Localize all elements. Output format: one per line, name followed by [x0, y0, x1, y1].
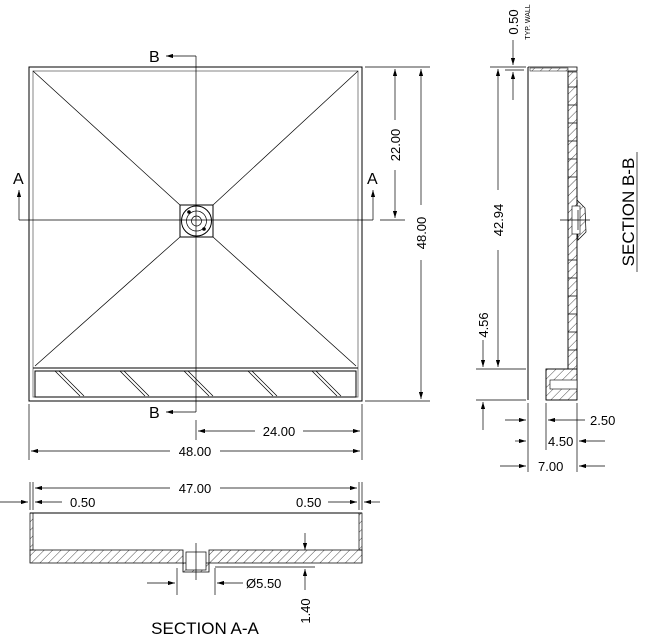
dim-total-height: 7.00 [538, 459, 563, 474]
section-b-marker-bottom: B [149, 405, 160, 422]
dim-curb-height: 2.50 [590, 413, 615, 428]
dim-wall: 0.50 [506, 9, 521, 34]
section-b-marker-top: B [149, 49, 160, 66]
dim-overall-width: 48.00 [179, 444, 212, 459]
dim-wall-right: 0.50 [296, 495, 321, 510]
rib-lines [568, 86, 577, 351]
dim-drain-diameter: Ø5.50 [246, 576, 281, 591]
dim-drain-from-top: 22.00 [388, 129, 403, 162]
section-a-a-title: SECTION A-A [151, 619, 259, 636]
section-b-b: 0.50 TYP. WALL 42.94 4.56 2.50 4.50 7.00… [476, 4, 638, 474]
pan-outer-edge [28, 66, 363, 402]
dim-inner-width: 47.00 [179, 481, 212, 496]
dim-overall-depth: 48.00 [414, 217, 429, 250]
trench-drain [33, 367, 358, 398]
dim-main-length: 42.94 [491, 204, 506, 237]
dim-floor-thickness: 1.40 [298, 598, 313, 623]
dim-drain-from-side: 24.00 [263, 424, 296, 439]
section-a-a: 47.00 0.50 0.50 Ø5.50 1.40 SECTION A-A [0, 481, 380, 636]
drain-grate-icon [179, 204, 214, 238]
section-a-marker-left: A [13, 171, 24, 188]
wall-note: TYP. WALL [525, 4, 532, 40]
plan-view: B B A A 22.00 48.00 24.00 48.00 [13, 49, 430, 460]
dim-wall-left: 0.50 [70, 495, 95, 510]
dim-trench: 4.56 [476, 312, 491, 337]
dim-mid-height: 4.50 [548, 434, 573, 449]
pan-inner-edge [32, 70, 359, 398]
slope-lines [32, 70, 359, 367]
section-a-marker-right: A [367, 171, 378, 188]
section-b-b-title: SECTION B-B [619, 158, 638, 267]
